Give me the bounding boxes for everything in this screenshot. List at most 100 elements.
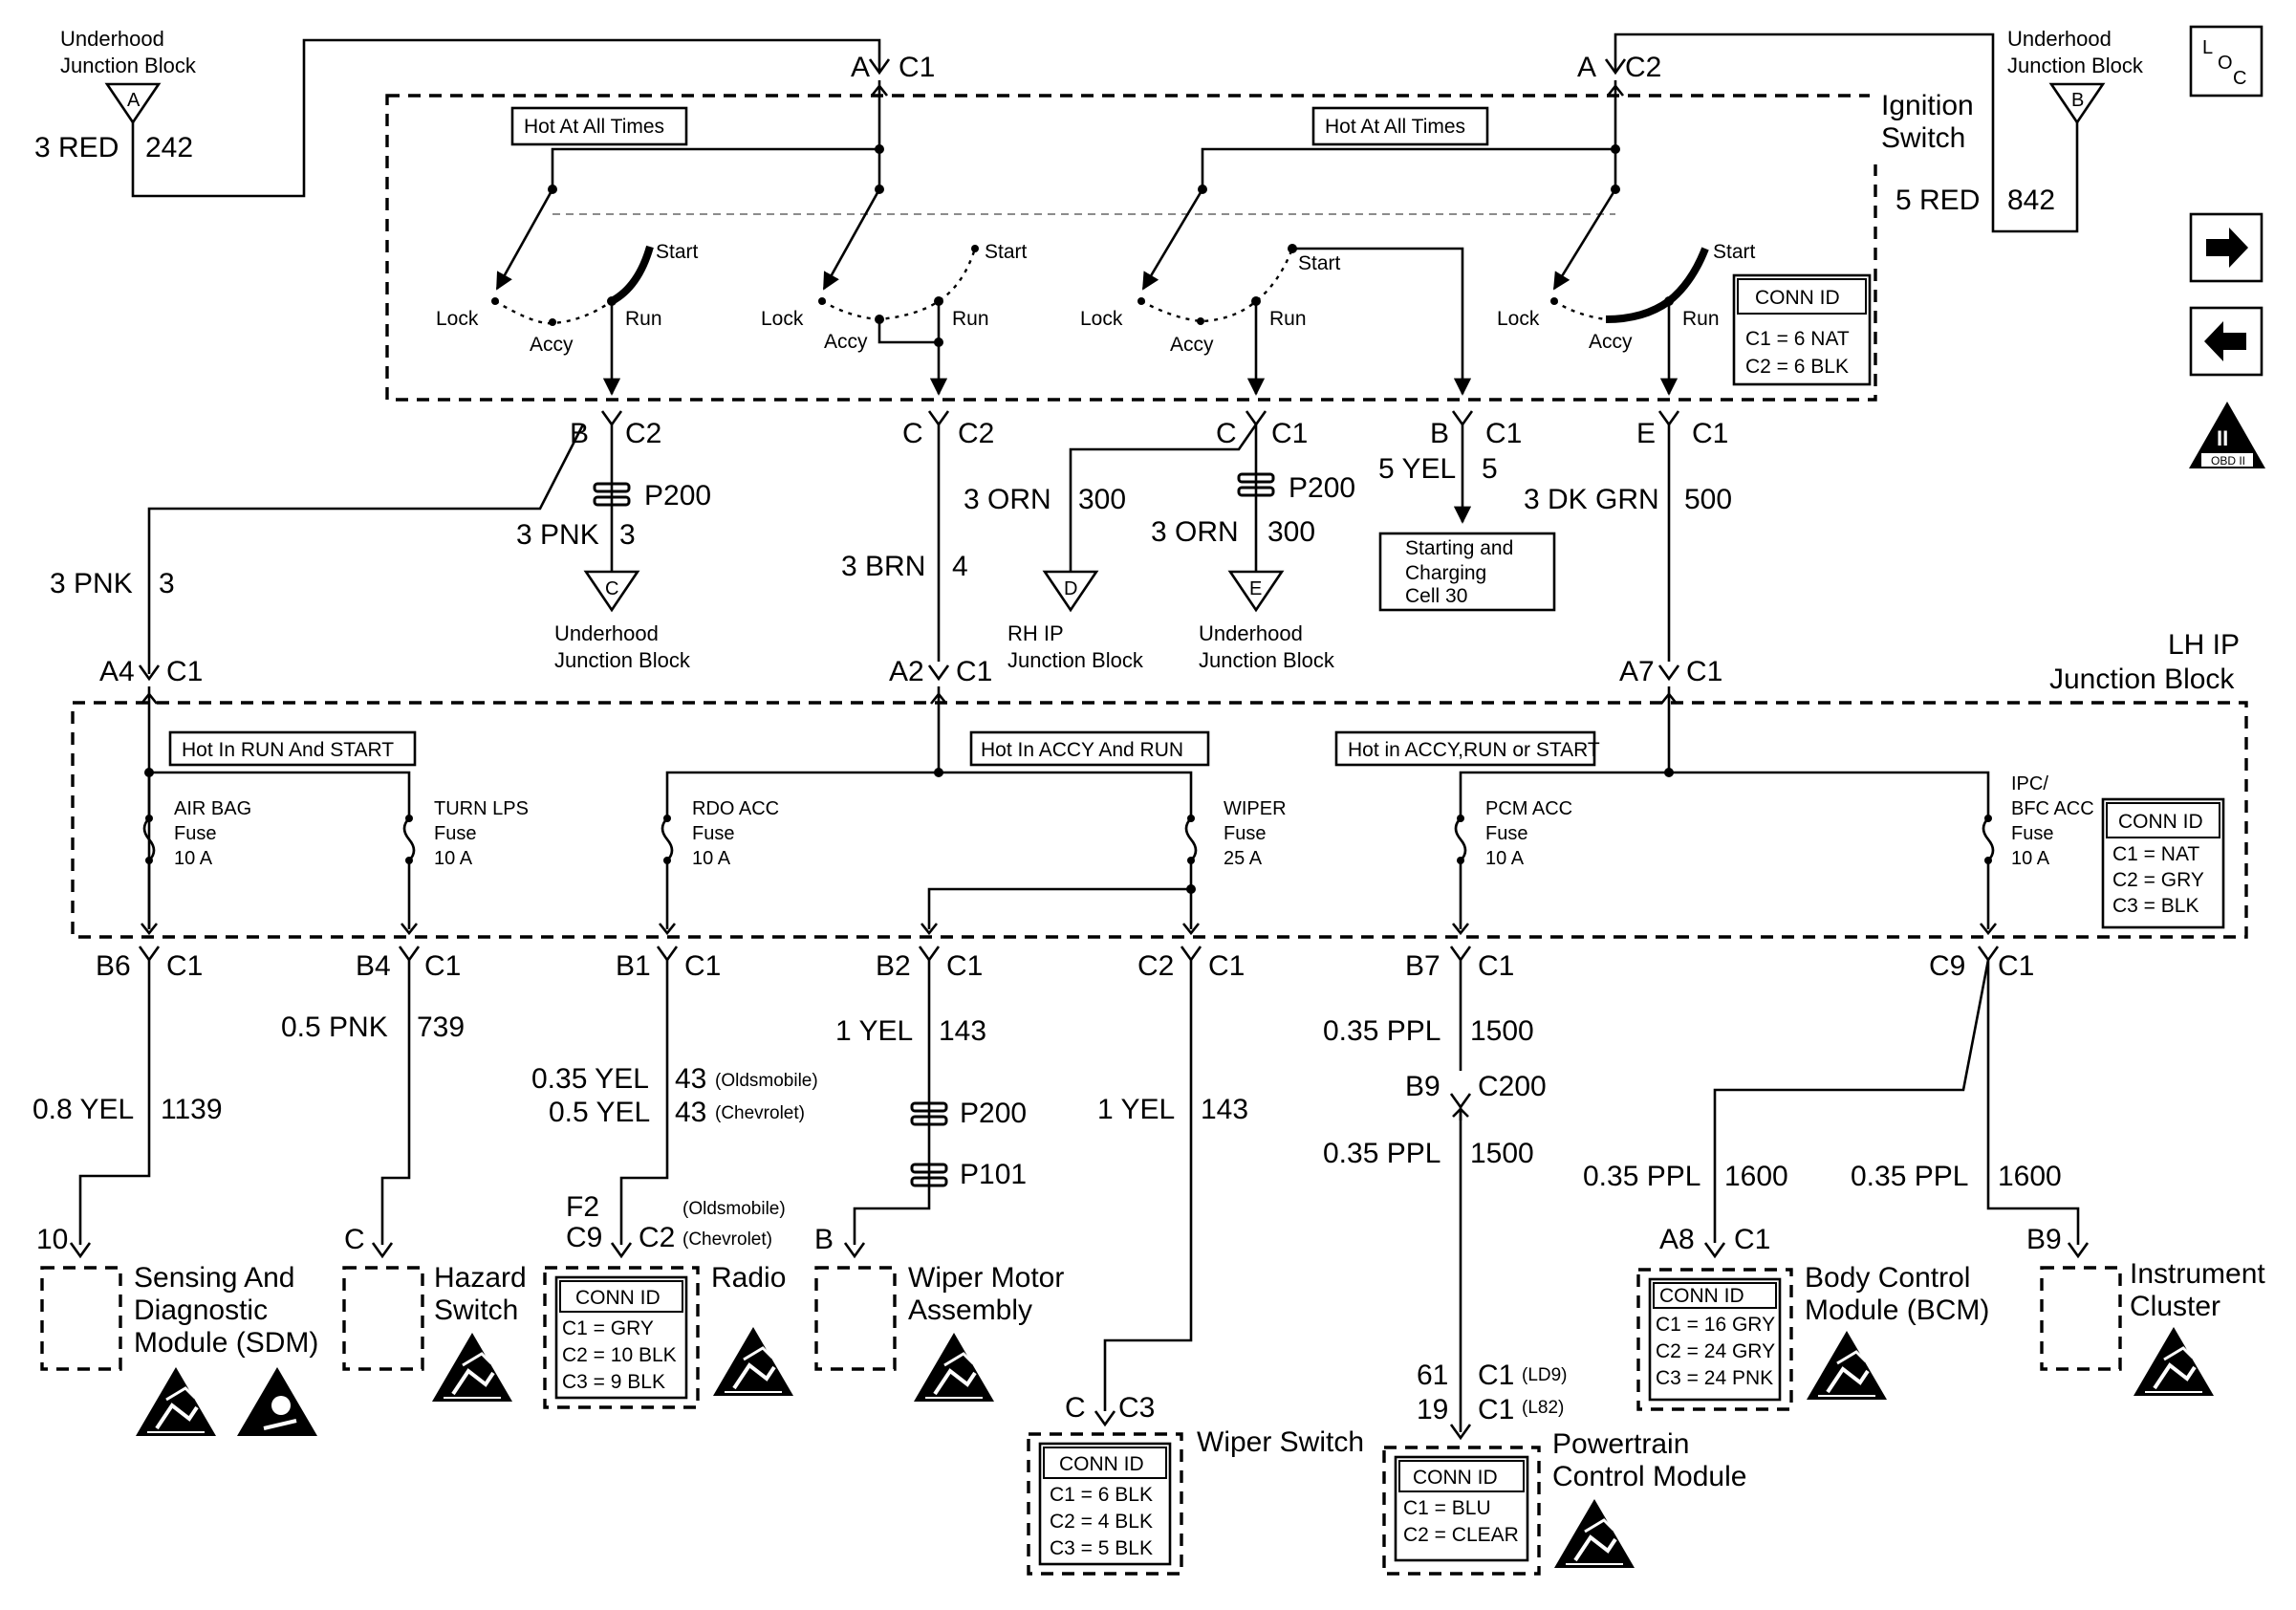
prev-arrow-button[interactable] <box>2189 306 2264 377</box>
svg-text:Lock: Lock <box>761 308 804 330</box>
component-hazard-switch[interactable]: C Hazard Switch <box>342 1224 527 1403</box>
svg-text:Accy: Accy <box>530 334 574 356</box>
svg-text:Run: Run <box>1682 308 1720 330</box>
svg-text:B7: B7 <box>1405 950 1440 982</box>
svg-text:Start: Start <box>1298 252 1341 274</box>
svg-text:Run: Run <box>625 308 662 330</box>
wire-43 <box>619 960 669 1245</box>
svg-text:300: 300 <box>1078 484 1126 515</box>
ignition-switch: Ignition Switch A C1 A C2 Hot At All Tim… <box>385 52 1984 402</box>
svg-text:Fuse: Fuse <box>1224 823 1266 844</box>
svg-text:AIR BAG: AIR BAG <box>174 798 251 819</box>
svg-text:61: 61 <box>1417 1360 1448 1391</box>
svg-text:D: D <box>1064 578 1077 599</box>
switch-output-connectors: B C2 C C2 C C1 B C1 E C1 <box>570 410 1728 449</box>
svg-text:0.5 YEL: 0.5 YEL <box>549 1097 650 1128</box>
svg-text:Charging: Charging <box>1405 562 1486 584</box>
lh-ip-box <box>71 701 2248 939</box>
switch-title-line1: Ignition <box>1881 90 1974 121</box>
svg-text:10 A: 10 A <box>174 848 213 869</box>
component-radio[interactable]: F2 C9 C2 (Oldsmobile) (Chevrolet) CONN I… <box>543 1191 795 1409</box>
component-wiper-switch[interactable]: C C3 CONN ID C1 = 6 BLK C2 = 4 BLK C3 = … <box>1027 1392 1364 1576</box>
svg-text:300: 300 <box>1267 516 1315 548</box>
svg-text:19: 19 <box>1417 1394 1448 1425</box>
obd-roman: II <box>2217 426 2228 450</box>
loc-button[interactable]: L O C <box>2189 25 2264 98</box>
svg-text:Hot In ACCY And RUN: Hot In ACCY And RUN <box>981 739 1183 761</box>
svg-text:C9: C9 <box>1929 950 1965 982</box>
svg-text:Control Module: Control Module <box>1552 1461 1746 1492</box>
svg-text:P101: P101 <box>960 1159 1027 1190</box>
svg-text:C2 = CLEAR: C2 = CLEAR <box>1403 1524 1519 1546</box>
svg-text:CONN ID: CONN ID <box>1413 1467 1498 1489</box>
right-arrow-icon <box>2206 228 2248 268</box>
svg-text:0.35 PPL: 0.35 PPL <box>1323 1138 1440 1169</box>
svg-text:F2: F2 <box>566 1191 599 1223</box>
hot-label-box <box>1311 106 1489 146</box>
obd-icon: II OBD II <box>2189 402 2265 468</box>
component-pcm[interactable]: 61 19 C1 C1 (LD9) (L82) CONN ID C1 = BLU… <box>1382 1360 1746 1576</box>
svg-text:C1: C1 <box>424 950 461 982</box>
svg-text:B6: B6 <box>96 950 131 982</box>
svg-text:C: C <box>344 1224 365 1255</box>
component-instrument-cluster[interactable]: B9 Instrument Cluster <box>2026 1224 2265 1398</box>
svg-text:C3: C3 <box>1118 1392 1155 1424</box>
source-name-line1: Underhood <box>2007 27 2112 51</box>
svg-text:C1: C1 <box>956 656 992 687</box>
wire-label-circuit: 242 <box>145 132 193 163</box>
svg-text:C1: C1 <box>684 950 721 982</box>
component-sdm[interactable]: 10 Sensing And Diagnostic Module (SDM) <box>36 1224 318 1438</box>
svg-text:C1: C1 <box>166 950 203 982</box>
hot-label-2: Hot At All Times <box>1325 116 1465 138</box>
svg-text:B2: B2 <box>876 950 911 982</box>
next-arrow-button[interactable] <box>2189 212 2264 283</box>
wire-label-color: 3 RED <box>34 132 119 163</box>
svg-text:0.35 YEL: 0.35 YEL <box>531 1063 649 1095</box>
component-bcm[interactable]: A8 C1 CONN ID C1 = 16 GRY C2 = 24 GRY C3… <box>1636 1224 1989 1411</box>
svg-text:Wiper Switch: Wiper Switch <box>1197 1426 1364 1458</box>
svg-text:PCM ACC: PCM ACC <box>1485 798 1572 819</box>
wire-242 <box>131 38 881 198</box>
svg-text:(Chevrolet): (Chevrolet) <box>682 1229 772 1250</box>
switch-title-line2: Switch <box>1881 122 1965 154</box>
svg-text:C1 = GRY: C1 = GRY <box>562 1317 654 1339</box>
esd-warning-icon <box>2132 1325 2216 1398</box>
svg-text:WIPER: WIPER <box>1224 798 1287 819</box>
svg-text:Junction Block: Junction Block <box>554 648 691 672</box>
svg-text:Fuse: Fuse <box>1485 823 1527 844</box>
svg-text:C1 = NAT: C1 = NAT <box>2112 843 2199 865</box>
splice-label: P200 <box>644 480 711 511</box>
top-left-source: Underhood Junction Block A 3 RED 242 <box>34 27 881 198</box>
svg-text:1 YEL: 1 YEL <box>835 1015 913 1047</box>
lh-ip-junction-block: LH IP Junction Block A4 C1 A2 C1 A7 C1 H… <box>71 629 2248 939</box>
esd-warning-icon <box>1552 1497 1636 1570</box>
ignition-switch-box <box>385 94 1877 402</box>
wire-842 <box>1614 33 2079 233</box>
svg-text:E: E <box>1249 578 1262 599</box>
svg-text:Junction Block: Junction Block <box>2049 664 2235 695</box>
source-name-line2: Junction Block <box>60 54 197 77</box>
svg-text:C1: C1 <box>1692 418 1728 449</box>
svg-text:Run: Run <box>1269 308 1307 330</box>
svg-text:4: 4 <box>952 551 968 582</box>
svg-text:C1 = BLU: C1 = BLU <box>1403 1497 1491 1519</box>
svg-text:0.35 PPL: 0.35 PPL <box>1323 1015 1440 1047</box>
svg-text:Fuse: Fuse <box>434 823 476 844</box>
svg-text:E: E <box>1636 418 1656 449</box>
svg-text:CONN ID: CONN ID <box>2118 811 2203 833</box>
svg-text:0.8 YEL: 0.8 YEL <box>32 1094 134 1125</box>
svg-text:C2 = 24 GRY: C2 = 24 GRY <box>1656 1340 1775 1362</box>
svg-text:Starting and: Starting and <box>1405 537 1513 559</box>
c1-pin: A <box>851 52 870 83</box>
svg-text:5 YEL: 5 YEL <box>1378 453 1456 485</box>
svg-text:10: 10 <box>36 1224 68 1255</box>
svg-text:3 DK GRN: 3 DK GRN <box>1524 484 1659 515</box>
svg-text:(Oldsmobile): (Oldsmobile) <box>682 1199 786 1219</box>
svg-text:Lock: Lock <box>1497 308 1540 330</box>
component-wiper-motor[interactable]: B Wiper Motor Assembly <box>814 1224 1064 1403</box>
hot-label-1: Hot At All Times <box>524 116 664 138</box>
wire-739 <box>380 960 411 1245</box>
svg-text:Instrument: Instrument <box>2130 1258 2265 1290</box>
hot-label-box <box>510 106 688 146</box>
svg-text:Run: Run <box>952 308 989 330</box>
